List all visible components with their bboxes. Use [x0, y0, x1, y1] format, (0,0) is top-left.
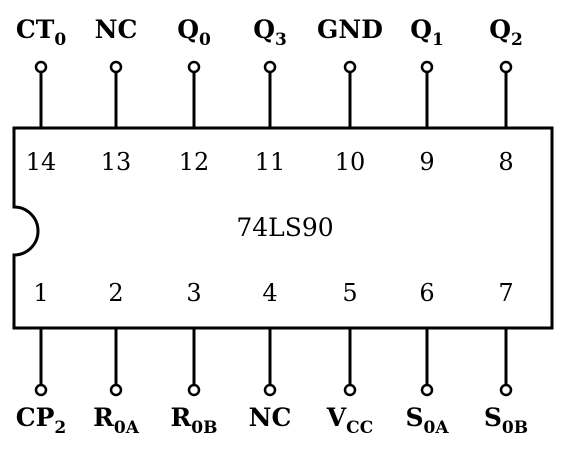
- pin-13: 13 NC: [95, 15, 138, 176]
- pin-label: VCC: [326, 403, 373, 438]
- pin-label-text: R: [93, 403, 114, 432]
- pin-number: 6: [419, 279, 434, 307]
- pin-terminal-icon: [34, 60, 48, 74]
- pin-label-subscript: 0A: [424, 418, 450, 438]
- pin-label: Q3: [253, 15, 287, 50]
- pin-label-text: Q: [177, 15, 199, 44]
- pin-terminal-icon: [109, 383, 123, 397]
- pin-11: 11 Q3: [253, 15, 287, 176]
- pin-number: 9: [419, 148, 434, 176]
- pin-label: R0B: [171, 403, 218, 438]
- pin-label-text: S: [405, 403, 423, 432]
- pin-label-subscript: 0: [199, 30, 211, 50]
- pin-terminal-icon: [34, 383, 48, 397]
- pin-label-subscript: 0B: [191, 418, 217, 438]
- pin-terminal-icon: [263, 60, 277, 74]
- pin-label-text: GND: [317, 15, 383, 44]
- pin-label: NC: [249, 403, 292, 432]
- pin-label-subscript: 0A: [114, 418, 140, 438]
- pin-terminal-icon: [343, 60, 357, 74]
- chip-part-number: 74LS90: [236, 213, 333, 242]
- pin-terminal-icon: [420, 383, 434, 397]
- pin-label-text: NC: [95, 15, 138, 44]
- pin-label: GND: [317, 15, 383, 44]
- pin-label-text: NC: [249, 403, 292, 432]
- pin-number: 3: [186, 279, 201, 307]
- pin-label-text: S: [484, 403, 502, 432]
- pin-label: Q1: [410, 15, 444, 50]
- pin-label: CT0: [16, 15, 67, 50]
- pin-label: R0A: [93, 403, 140, 438]
- pin-12: 12 Q0: [177, 15, 211, 176]
- pin-number: 5: [342, 279, 357, 307]
- pin-label: S0B: [484, 403, 528, 438]
- pin-label-subscript: 2: [54, 418, 66, 438]
- pin-number: 14: [26, 148, 57, 176]
- pin-label: Q2: [489, 15, 523, 50]
- pin-label-subscript: 3: [275, 30, 287, 50]
- pin-terminal-icon: [420, 60, 434, 74]
- pin-9: 9 Q1: [410, 15, 444, 176]
- pin-terminal-icon: [263, 383, 277, 397]
- pin-label: CP2: [16, 403, 67, 438]
- pin-label-subscript: CC: [346, 418, 373, 438]
- pin-label-text: CP: [16, 403, 55, 432]
- pin-terminal-icon: [187, 60, 201, 74]
- pin-label-subscript: 0: [54, 30, 66, 50]
- pin-number: 12: [179, 148, 210, 176]
- pin-terminal-icon: [343, 383, 357, 397]
- pin-number: 8: [498, 148, 513, 176]
- pin-terminal-icon: [109, 60, 123, 74]
- pin-label-text: CT: [16, 15, 55, 44]
- pin-label-subscript: 0B: [502, 418, 528, 438]
- pin-4: 4NC: [249, 279, 292, 432]
- pin-label: Q0: [177, 15, 211, 50]
- pin-label-subscript: 1: [432, 30, 444, 50]
- pin-label-text: Q: [489, 15, 511, 44]
- pin-number: 1: [33, 279, 48, 307]
- pin-number: 13: [101, 148, 132, 176]
- pin-number: 2: [108, 279, 123, 307]
- pin-number: 11: [255, 148, 286, 176]
- pin-label-text: Q: [253, 15, 275, 44]
- pin-14: 14 CT0: [16, 15, 67, 176]
- pin-label: NC: [95, 15, 138, 44]
- pin-8: 8 Q2: [489, 15, 523, 176]
- pin-number: 4: [262, 279, 277, 307]
- pin-terminal-icon: [187, 383, 201, 397]
- pin-label-text: R: [171, 403, 192, 432]
- pin-label-text: V: [326, 403, 347, 432]
- pin-number: 7: [498, 279, 513, 307]
- pin-terminal-icon: [499, 383, 513, 397]
- pin-10: 10 GND: [317, 15, 383, 176]
- pin-number: 10: [335, 148, 366, 176]
- pin-label-subscript: 2: [511, 30, 523, 50]
- chip-body: [12, 126, 554, 330]
- pin-label: S0A: [405, 403, 449, 438]
- pin-label-text: Q: [410, 15, 432, 44]
- pin-terminal-icon: [499, 60, 513, 74]
